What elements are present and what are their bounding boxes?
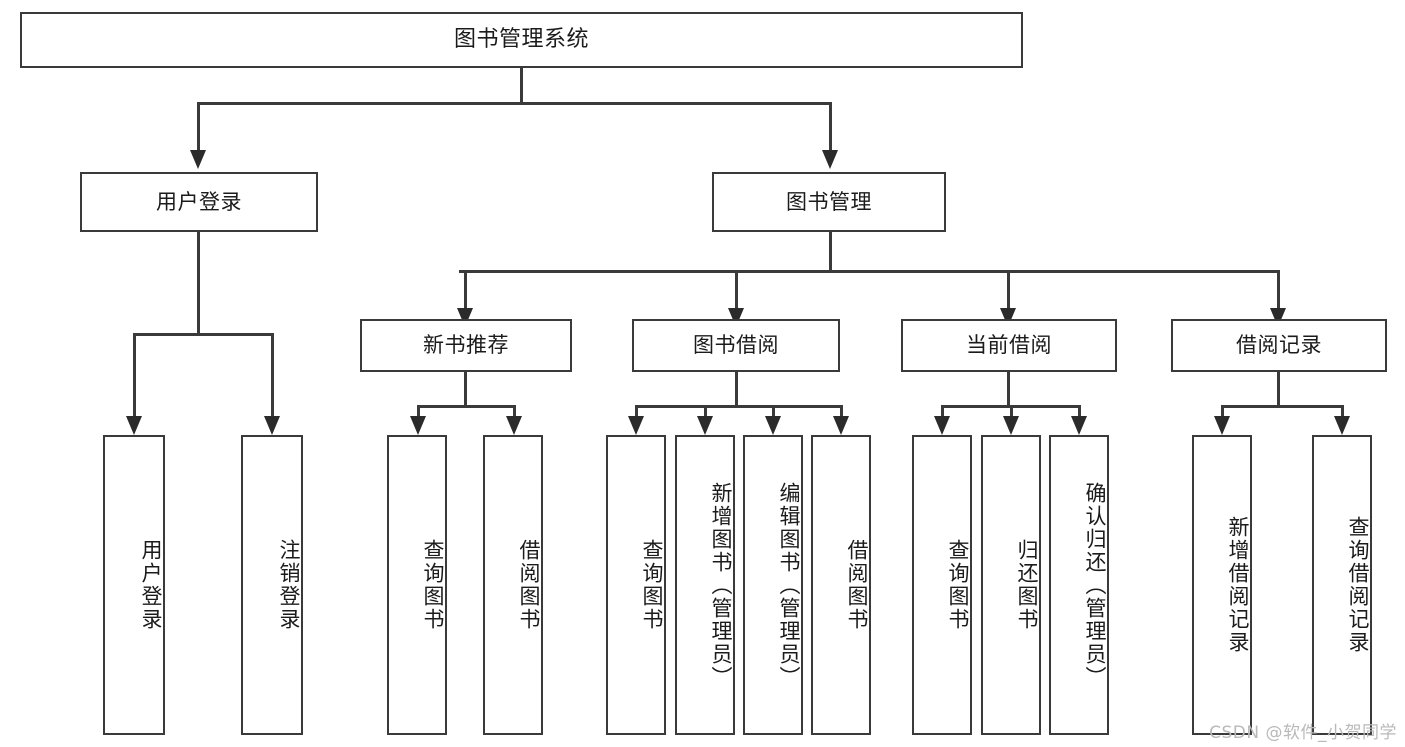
connector-to-borrow-record (1277, 270, 1280, 310)
connector-borrow-record-leaf-2 (1341, 405, 1344, 419)
connector-book-borrow-stem (735, 372, 738, 405)
connector-user-login-leaf-2 (271, 333, 274, 418)
node-label: 确认归还（管理员） (1083, 481, 1107, 689)
leaf-node-borrow-book-2[interactable]: 借阅图书 (811, 435, 871, 735)
connector-current-borrow-leaf-2 (1010, 405, 1013, 419)
node-label: 借阅记录 (1236, 333, 1322, 358)
arrowhead-icon-leaf-add-record (1214, 416, 1230, 435)
connector-to-new-book-recommend (464, 270, 467, 310)
node-label: 图书借阅 (693, 333, 779, 358)
node-label: 借阅图书 (517, 539, 541, 631)
leaf-node-add-record[interactable]: 新增借阅记录 (1192, 435, 1252, 735)
connector-book-borrow-leaf-1 (635, 405, 638, 419)
leaf-node-add-book[interactable]: 新增图书（管理员） (675, 435, 735, 735)
node-label: 查询借阅记录 (1346, 516, 1370, 654)
arrowhead-icon-leaf-logout-login (264, 416, 280, 435)
leaf-node-user-login[interactable]: 用户登录 (103, 435, 165, 735)
node-current-borrow[interactable]: 当前借阅 (901, 319, 1117, 372)
arrowhead-icon-leaf-borrow-book-1 (506, 416, 522, 435)
node-label: 归还图书 (1015, 539, 1039, 631)
leaf-node-return-book[interactable]: 归还图书 (981, 435, 1041, 735)
connector-to-current-borrow (1007, 270, 1010, 310)
node-label: 查询图书 (946, 539, 970, 631)
connector-book-borrow-leaf-3 (772, 405, 775, 419)
arrowhead-icon-book-management (822, 150, 838, 169)
node-user-login[interactable]: 用户登录 (80, 172, 318, 232)
arrowhead-icon-leaf-query-record (1334, 416, 1350, 435)
arrowhead-icon-leaf-query-book-1 (410, 416, 426, 435)
node-label: 用户登录 (139, 539, 163, 631)
arrowhead-icon-leaf-query-book-2 (628, 416, 644, 435)
arrowhead-icon-leaf-return-book (1003, 416, 1019, 435)
connector-new-book-recommend-stem (464, 372, 467, 405)
node-book-borrow[interactable]: 图书借阅 (632, 319, 840, 372)
connector-borrow-record-stem (1277, 372, 1280, 405)
leaf-node-query-book-2[interactable]: 查询图书 (606, 435, 666, 735)
node-label: 新增借阅记录 (1226, 516, 1250, 654)
connector-book-management-bar (459, 270, 1279, 273)
leaf-node-logout-login[interactable]: 注销登录 (241, 435, 303, 735)
connector-new-book-recommend-bar (417, 405, 516, 408)
arrowhead-icon-leaf-confirm-return (1071, 416, 1087, 435)
leaf-node-borrow-book-1[interactable]: 借阅图书 (483, 435, 543, 735)
connector-book-borrow-bar (635, 405, 842, 408)
node-label: 用户登录 (156, 189, 242, 214)
node-label: 借阅图书 (845, 539, 869, 631)
connector-current-borrow-leaf-3 (1078, 405, 1081, 419)
connector-borrow-record-bar (1221, 405, 1343, 408)
leaf-node-query-record[interactable]: 查询借阅记录 (1312, 435, 1372, 735)
connector-user-login-stem (197, 232, 200, 333)
arrowhead-icon-leaf-user-login (126, 416, 142, 435)
connector-book-management-stem (829, 232, 832, 270)
connector-new-book-recommend-leaf-2 (513, 405, 516, 419)
connector-new-book-recommend-leaf-1 (417, 405, 420, 419)
node-label: 查询图书 (640, 539, 664, 631)
connector-root-stem (520, 68, 523, 104)
watermark-text: CSDN @软件_小贺同学 (1209, 723, 1397, 743)
connector-to-book-borrow (735, 270, 738, 310)
node-root-book-management-system[interactable]: 图书管理系统 (20, 12, 1023, 68)
connector-current-borrow-stem (1007, 372, 1010, 405)
arrowhead-icon-leaf-edit-book (765, 416, 781, 435)
connector-to-user-login (197, 102, 200, 150)
arrowhead-icon-user-login (190, 150, 206, 169)
connector-book-borrow-leaf-4 (840, 405, 843, 419)
connector-root-bar (197, 102, 831, 105)
arrowhead-icon-leaf-query-book-3 (934, 416, 950, 435)
connector-current-borrow-leaf-1 (941, 405, 944, 419)
connector-to-book-management (829, 102, 832, 150)
node-label: 当前借阅 (966, 333, 1052, 358)
node-label: 新增图书（管理员） (709, 481, 733, 689)
node-label: 新书推荐 (423, 333, 509, 358)
leaf-node-query-book-1[interactable]: 查询图书 (387, 435, 447, 735)
node-label: 查询图书 (421, 539, 445, 631)
node-label: 编辑图书（管理员） (777, 481, 801, 689)
connector-borrow-record-leaf-1 (1221, 405, 1224, 419)
node-borrow-record[interactable]: 借阅记录 (1171, 319, 1387, 372)
node-label: 图书管理系统 (453, 27, 589, 53)
arrowhead-icon-leaf-borrow-book-2 (833, 416, 849, 435)
leaf-node-query-book-3[interactable]: 查询图书 (912, 435, 972, 735)
node-new-book-recommend[interactable]: 新书推荐 (360, 319, 572, 372)
node-label: 图书管理 (786, 189, 872, 214)
connector-book-borrow-leaf-2 (704, 405, 707, 419)
node-label: 注销登录 (277, 539, 301, 631)
arrowhead-icon-leaf-add-book (697, 416, 713, 435)
leaf-node-edit-book[interactable]: 编辑图书（管理员） (743, 435, 803, 735)
leaf-node-confirm-return[interactable]: 确认归还（管理员） (1049, 435, 1109, 735)
node-book-management[interactable]: 图书管理 (712, 172, 946, 232)
connector-user-login-leaf-1 (133, 333, 136, 418)
connector-user-login-bar (133, 333, 273, 336)
